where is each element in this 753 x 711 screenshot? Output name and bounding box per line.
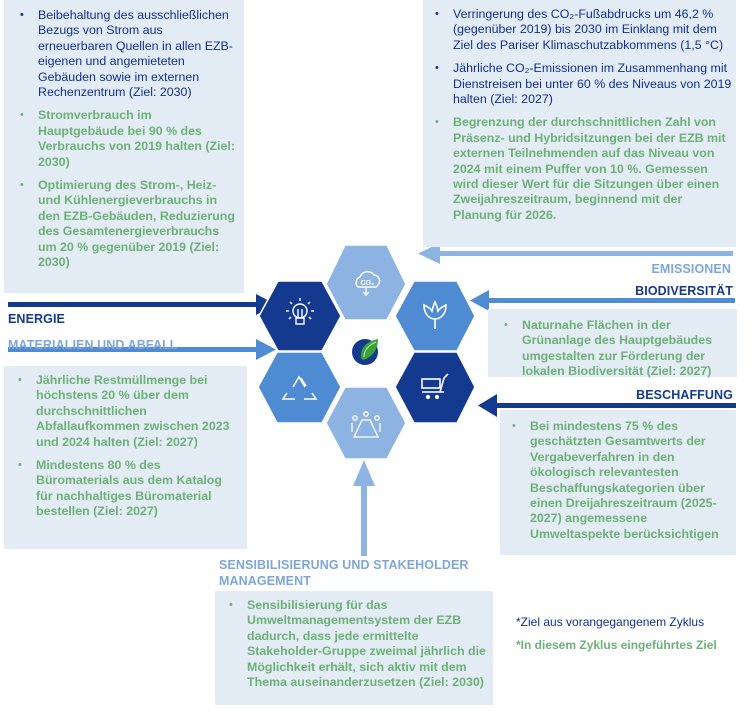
beschaffung-target-1: Bei mindestens 75 % des geschätzten Gesa…	[504, 419, 732, 542]
arrow-biodiversitaet	[470, 290, 735, 311]
energie-target-2: Stromverbrauch im Hauptgebäude bei 90 % …	[12, 108, 238, 170]
beschaffung-targets-box: Bei mindestens 75 % des geschätzten Gesa…	[500, 410, 736, 555]
emissionen-target-1: Verringerung des CO₂-Fußabdrucks um 46,2…	[427, 7, 732, 53]
label-biodiversitaet: BIODIVERSITÄT	[635, 284, 733, 298]
legend-new-cycle: *In diesem Zyklus eingeführtes Ziel	[516, 638, 717, 652]
hex-biodiversitaet[interactable]	[394, 280, 476, 352]
materialien-target-1: Jährliche Restmüllmenge bei höchstens 20…	[10, 373, 241, 450]
hex-emissionen[interactable]	[325, 244, 407, 321]
energie-target-1: Beibehaltung des ausschließlichen Bezugs…	[12, 8, 238, 100]
arrow-emissionen	[418, 243, 733, 264]
hex-materialien[interactable]	[257, 351, 342, 424]
materialien-target-2: Mindestens 80 % des Büromaterials aus de…	[10, 458, 241, 520]
label-sensibilisierung: SENSIBILISIERUNG UND STAKEHOLDER MANAGEM…	[219, 558, 469, 588]
svg-text:CO₂: CO₂	[361, 280, 375, 287]
sensibilisierung-targets-box: Sensibilisierung für das Umweltmanagemen…	[215, 591, 493, 705]
co2-cloud-icon: CO₂	[355, 271, 381, 296]
label-beschaffung: BESCHAFFUNG	[636, 388, 733, 402]
sensibilisierung-target-1: Sensibilisierung für das Umweltmanagemen…	[221, 598, 489, 690]
flower-bud-icon	[423, 300, 447, 329]
legend-previous-cycle: *Ziel aus vorangegangenem Zyklus	[516, 615, 705, 629]
label-emissionen: EMISSIONEN	[651, 262, 731, 276]
emissionen-target-3: Begrenzung der durchschnittlichen Zahl v…	[427, 115, 732, 223]
recycle-icon	[281, 375, 318, 400]
energie-targets-box: Beibehaltung des ausschließlichen Bezugs…	[4, 0, 244, 293]
meeting-table-icon	[351, 411, 381, 438]
lightbulb-icon	[286, 298, 314, 325]
ecb-leaf-logo	[352, 339, 378, 365]
arrow-sensibilisierung	[353, 460, 375, 556]
hex-energie[interactable]	[258, 280, 342, 352]
emissionen-targets-box: Verringerung des CO₂-Fußabdrucks um 46,2…	[423, 0, 736, 247]
materialien-targets-box: Jährliche Restmüllmenge bei höchstens 20…	[4, 366, 247, 549]
label-energie: ENERGIE	[8, 312, 65, 326]
label-materialien: MATERIALIEN UND ABFALL	[8, 338, 178, 352]
emissionen-target-2: Jährliche CO₂-Emissionen im Zusammenhang…	[427, 61, 732, 107]
shopping-cart-icon	[421, 373, 449, 400]
arrow-beschaffung	[478, 394, 736, 417]
arrow-materialien	[8, 339, 276, 360]
biodiversitaet-target-1: Naturnahe Flächen in der Grünanlage des …	[496, 318, 733, 380]
energie-target-3: Optimierung des Strom-, Heiz- und Kühlen…	[12, 178, 238, 270]
hex-sensibilisierung[interactable]	[325, 386, 407, 460]
biodiversitaet-targets-box: Naturnahe Flächen in der Grünanlage des …	[488, 309, 737, 380]
